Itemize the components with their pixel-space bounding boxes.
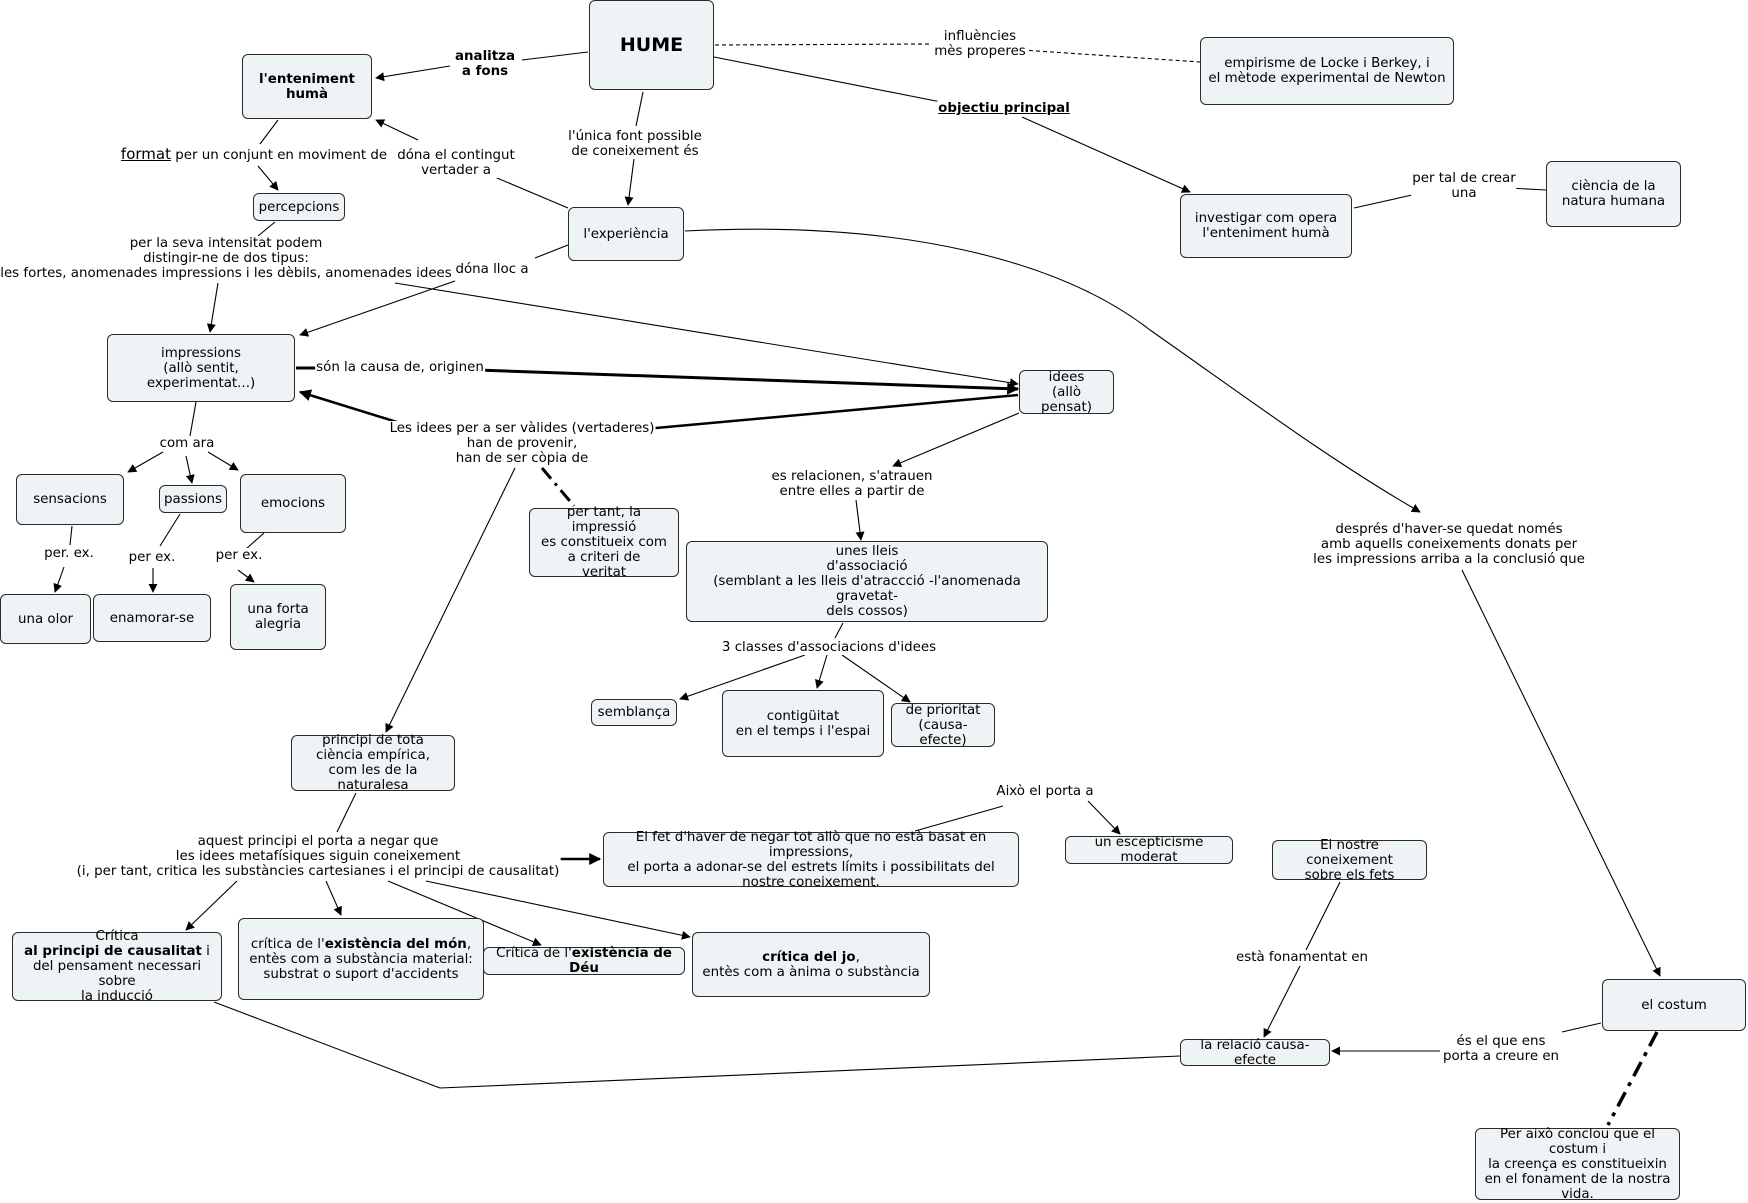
label-com-ara: com ara [158,436,216,451]
relacio-causa-efecte-node[interactable]: la relació causa-efecte [1180,1038,1330,1068]
critica-causalitat-bold: al principi de causalitat [24,944,202,959]
label-unica-font: l'única font possible de coneixement és [567,129,703,159]
label-per-ex-3: per ex. [214,548,264,563]
critica-jo-bold: crítica del jo [762,949,856,965]
label-objectiu: objectiu principal [937,101,1071,116]
ciencia-natura-node[interactable]: ciència de la natura humana [1546,161,1681,227]
critica-causalitat-pre: Crítica [95,929,139,944]
label-influencies: influències mès properes [933,29,1027,59]
critica-jo-post: , entès com a ànima o substància [702,949,920,980]
label-analitza: analitza a fons [453,49,517,79]
principi-node[interactable]: principi de tota ciència empírica, com l… [291,733,455,793]
critica-causalitat-node[interactable]: Crítica al principi de causalitat i del … [12,929,222,1004]
criteri-veritat-node[interactable]: per tant, la impressió es constitueix co… [529,505,679,580]
label-format-rest: per un conjunt en moviment de [170,148,388,163]
label-dona-lloc: dóna lloc a [454,262,530,277]
forta-alegria-node[interactable]: una forta alegria [230,584,326,650]
empirisme-node[interactable]: empirisme de Locke i Berkey, i el mètode… [1200,37,1454,105]
percepcions-node[interactable]: percepcions [253,193,345,221]
label-es-el-que: és el que ens porta a creure en [1441,1034,1561,1064]
fet-negar-node[interactable]: El fet d'haver de negar tot allò que no … [603,830,1019,890]
critica-mon-bold: existència del món [324,936,467,952]
passions-node[interactable]: passions [159,485,227,513]
una-olor-node[interactable]: una olor [0,594,91,644]
critica-jo-node[interactable]: crítica del jo, entès com a ànima o subs… [692,932,930,997]
label-per-ex-2: per ex. [127,550,177,565]
semblanca-node[interactable]: semblança [591,699,677,726]
prioritat-node[interactable]: de prioritat (causa-efecte) [891,703,995,748]
label-es-relacionen: es relacionen, s'atrauen entre elles a p… [770,469,934,499]
impressions-node[interactable]: impressions (allò sentit, experimentat..… [107,334,295,402]
enamorar-node[interactable]: enamorar-se [93,594,211,642]
contiguitat-node[interactable]: contigüitat en el temps i l'espai [722,690,884,757]
label-format: format per un conjunt en moviment de [119,145,389,163]
critica-mon-node[interactable]: crítica de l'existència del món, entès c… [238,918,484,1000]
hume-node[interactable]: HUME [589,0,714,90]
experiencia-node[interactable]: l'experiència [568,207,684,261]
escepticisme-node[interactable]: un escepticisme moderat [1065,835,1233,865]
investigar-node[interactable]: investigar com opera l'enteniment humà [1180,194,1352,258]
label-tres-classes: 3 classes d'associacions d'idees [720,640,938,655]
emocions-node[interactable]: emocions [240,474,346,533]
label-aixo-porta: Això el porta a [995,784,1095,799]
label-per-ex-1: per. ex. [43,546,95,561]
lleis-associacio-node[interactable]: unes lleis d'associació (semblant a les … [686,541,1048,622]
label-per-tal: per tal de crear una [1411,171,1517,201]
critica-deu-bold: existència de Déu [569,946,672,976]
conclou-node[interactable]: Per això conclou que el costum i la cree… [1475,1127,1680,1202]
critica-mon-pre: crítica de l' [250,936,325,952]
label-idees-valides: Les idees per a ser vàlides (vertaderes)… [388,421,656,466]
costum-node[interactable]: el costum [1602,979,1746,1031]
critica-deu-pre: Crítica de l' [496,946,572,961]
critica-causalitat-post: i del pensament necessari sobre la induc… [32,944,210,1004]
coneixement-fets-node[interactable]: El nostre coneixement sobre els fets [1272,838,1427,883]
label-aquest-principi: aquest principi el porta a negar que les… [75,834,561,879]
label-intensitat: per la seva intensitat podem distingir-n… [0,236,453,281]
label-esta-fonamentat: està fonamentat en [1235,950,1369,965]
enteniment-huma-node[interactable]: l'enteniment humà [242,54,372,119]
sensacions-node[interactable]: sensacions [16,474,124,525]
label-dona-contingut: dóna el contingut vertader a [396,148,516,178]
label-despres: després d'haver-se quedat només amb aque… [1312,522,1586,567]
idees-node[interactable]: idees (allò pensat) [1019,370,1114,415]
label-son-causa: són la causa de, originen [315,360,485,375]
label-format-word: format [120,145,171,163]
critica-mon-post: , entès com a substància material: subst… [249,936,473,982]
critica-deu-node[interactable]: Crítica de l'existència de Déu [483,946,685,976]
